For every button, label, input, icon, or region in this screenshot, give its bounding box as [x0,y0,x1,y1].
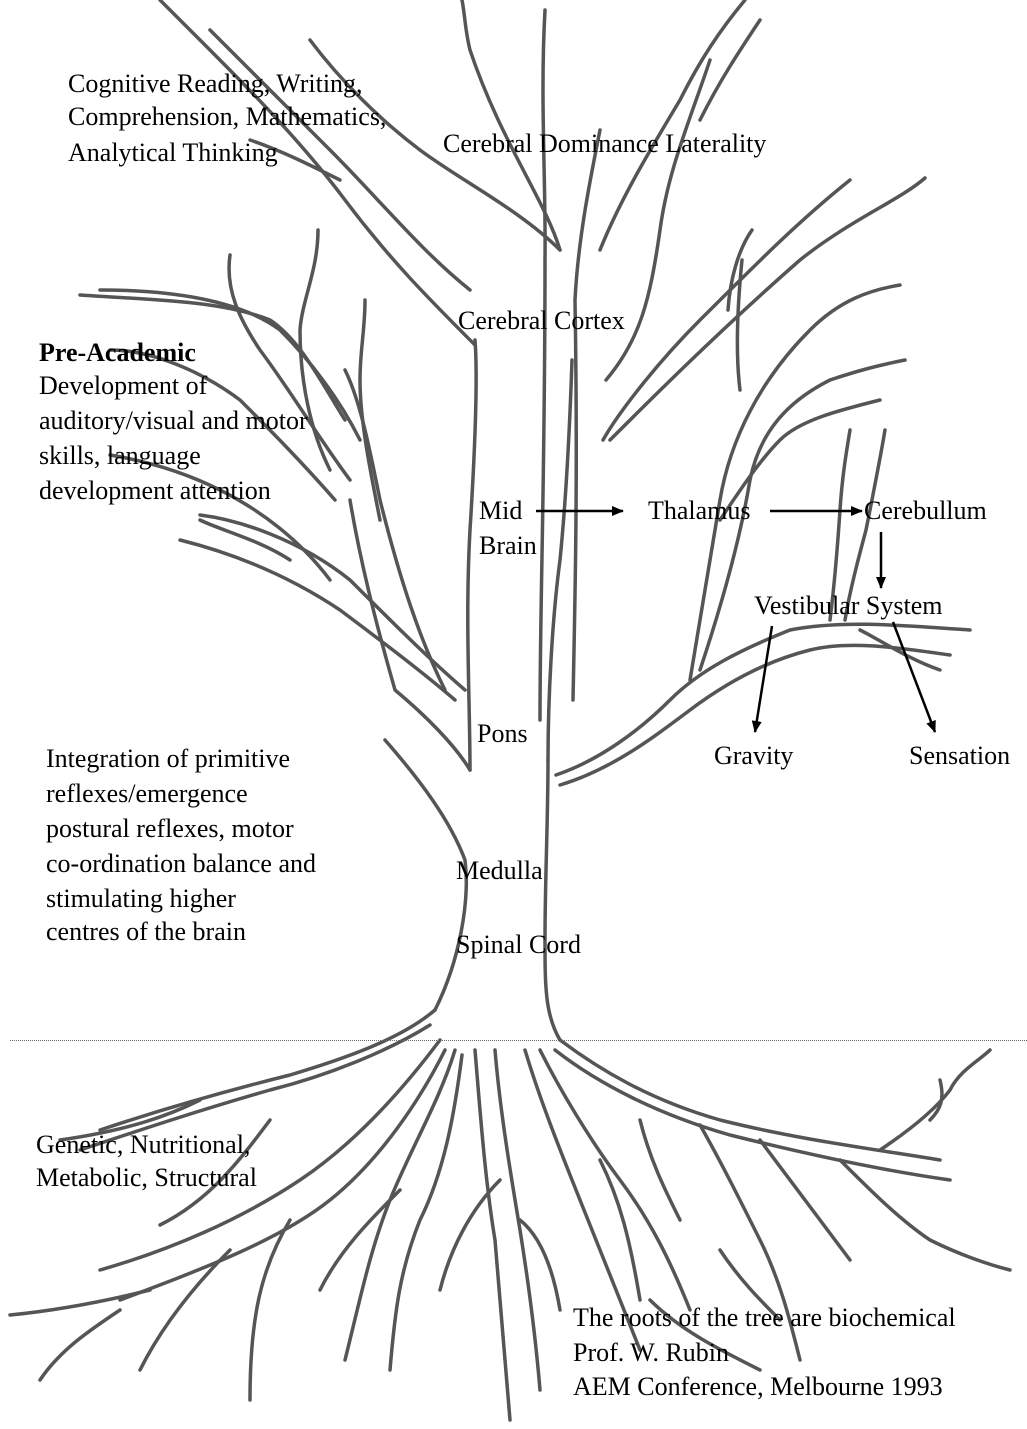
cerebral-cortex-label: Cerebral Cortex [458,305,625,336]
integration-line5: stimulating higher [46,883,236,914]
roots-caption-line1: The roots of the tree are biochemical [573,1302,956,1333]
pre-academic-line4: development attention [39,475,271,506]
center-left-stem-inner [573,130,600,700]
sensation-label: Sensation [909,740,1010,771]
root-right-top-1 [560,1040,940,1160]
cerebullum-label: Cerebullum [864,495,987,526]
left-mid-branch-1 [200,515,465,690]
integration-line6: centres of the brain [46,916,246,947]
pre-academic-title: Pre-Academic [39,337,196,368]
trunk-inner-right [548,360,572,760]
cognitive-label-line2: Comprehension, Mathematics, [68,101,386,132]
roots-caption-line2: Prof. W. Rubin [573,1337,729,1368]
right-mid-branch-4 [737,260,742,390]
left-mid-branch-8 [345,370,445,690]
pre-academic-line3: skills, language [39,440,201,471]
pons-label: Pons [477,718,528,749]
integration-line3: postural reflexes, motor [46,813,294,844]
root-left-low-1 [10,1290,150,1315]
roots-caption-line3: AEM Conference, Melbourne 1993 [573,1371,943,1402]
trunk-inner-left [468,340,476,770]
genetic-label-line1: Genetic, Nutritional, [36,1129,250,1160]
root-left-low-2 [40,1310,120,1380]
mid-brain-label-line2: Brain [479,530,537,561]
trunk-right-lower [545,760,560,1040]
tree-roots [10,1010,1010,1420]
cognitive-label-line3: Analytical Thinking [68,137,278,168]
vestibular-system-label: Vestibular System [754,590,943,621]
root-right-mid-4 [640,1120,680,1220]
ground-divider [10,1040,1027,1041]
root-far-left-top [100,1010,435,1130]
root-right-up-2 [930,1080,942,1120]
center-left-stem [540,10,545,720]
thalamus-label: Thalamus [648,495,751,526]
root-right-up-1 [880,1050,990,1150]
genetic-label-line2: Metabolic, Structural [36,1162,257,1193]
root-left-center-2 [390,1055,462,1370]
root-right-top-2 [555,1050,950,1180]
center-upper-right [600,0,745,250]
arrow-vestibular-to-sensation [893,622,935,732]
cerebral-dominance-label: Cerebral Dominance Laterality [443,128,766,159]
integration-line2: reflexes/emergence [46,778,248,809]
root-center-1 [475,1050,510,1420]
trunk-left-outline [350,500,470,770]
mid-brain-label-line1: Mid [479,495,522,526]
cognitive-label-line1: Cognitive Reading, Writing, [68,68,363,99]
left-mid-branch-5 [229,255,350,480]
root-center-3 [440,1180,500,1290]
spinal-cord-label: Spinal Cord [456,929,581,960]
integration-line1: Integration of primitive [46,743,290,774]
gravity-label: Gravity [714,740,793,771]
pre-academic-line1: Development of [39,370,207,401]
root-left-low-4 [250,1220,290,1400]
center-upper-right-small [700,20,760,120]
pre-academic-line2: auditory/visual and motor [39,405,308,436]
right-low-branch-3 [860,630,940,670]
root-left-low-3 [140,1250,230,1370]
trunk-left-lower [385,740,466,1010]
root-left-center-1 [345,1050,455,1360]
medulla-label: Medulla [456,855,543,886]
integration-line4: co-ordination balance and [46,848,316,879]
